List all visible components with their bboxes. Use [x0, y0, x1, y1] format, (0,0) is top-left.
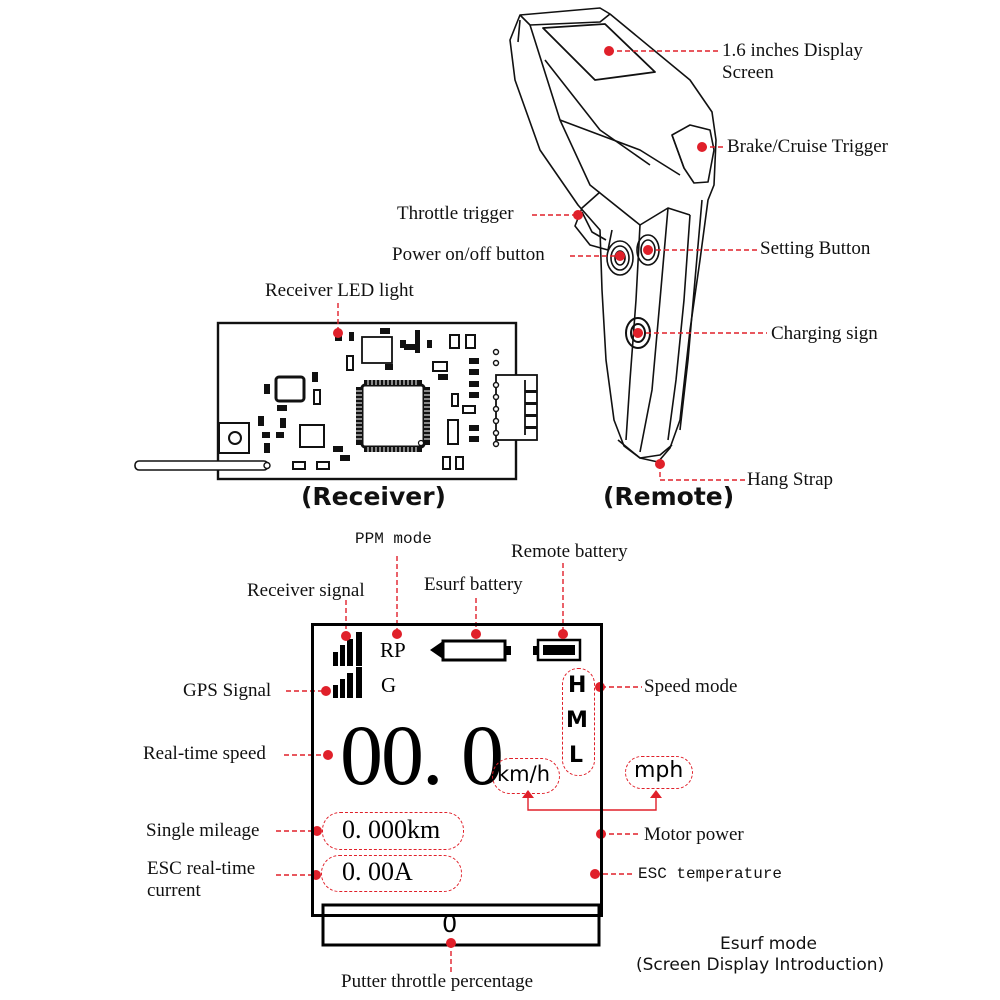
power-button-shape — [606, 240, 634, 276]
speed-mode-low: L — [569, 743, 584, 768]
alt-unit-mph-box — [625, 756, 693, 789]
label-receiver-led: Receiver LED light — [265, 280, 414, 301]
receiver-signal-icon — [333, 632, 362, 666]
label-throttle-percentage: Putter throttle percentage — [341, 971, 534, 992]
label-gps-signal: GPS Signal — [183, 680, 272, 701]
label-esc-current-line1: ESC real-time — [147, 858, 256, 879]
label-ppm-mode: PPM mode — [355, 530, 432, 548]
antenna — [134, 460, 269, 471]
label-esurf-battery: Esurf battery — [424, 574, 523, 595]
receiver-caption: (Receiver) — [301, 482, 446, 511]
label-remote-battery: Remote battery — [511, 541, 628, 562]
screen-caption-line1: Esurf mode — [720, 934, 817, 954]
mileage-box — [322, 812, 464, 850]
remote-caption: (Remote) — [603, 482, 735, 511]
remote-screen — [542, 23, 656, 81]
label-display-screen-line2: Screen — [722, 62, 774, 83]
speed-mode-medium: M — [566, 708, 588, 733]
gps-indicator: G — [381, 673, 397, 697]
single-mileage-value: 0. 000km — [342, 815, 441, 844]
speed-unit-kmh: km/h — [497, 762, 551, 786]
lcd-screen-frame — [311, 623, 603, 917]
ppm-indicator: RP — [380, 638, 406, 662]
unit-switch-arrow — [522, 790, 662, 811]
alt-speed-unit-mph: mph — [634, 758, 684, 783]
label-display-screen-line1: 1.6 inches Display — [722, 40, 863, 61]
mcu-chip — [360, 383, 426, 449]
gps-signal-icon — [333, 667, 362, 698]
speed-unit-kmh-box — [492, 758, 560, 794]
label-power-button: Power on/off button — [392, 244, 545, 265]
throttle-value: 0 — [442, 910, 458, 938]
current-box — [321, 855, 462, 892]
label-charging-sign: Charging sign — [771, 323, 878, 344]
speed-value: 00. 0 — [340, 707, 504, 803]
label-esc-current-line2: current — [147, 880, 201, 901]
label-speed-mode: Speed mode — [644, 676, 738, 697]
throttle-bar — [321, 903, 601, 947]
label-realtime-speed: Real-time speed — [143, 743, 266, 764]
label-hang-strap: Hang Strap — [747, 469, 834, 490]
remote-illustration — [509, 7, 717, 463]
label-single-mileage: Single mileage — [146, 820, 260, 841]
label-motor-power: Motor power — [644, 824, 744, 845]
remote-battery-icon — [533, 638, 582, 662]
screen-caption-line2: (Screen Display Introduction) — [636, 955, 885, 975]
label-brake-cruise-trigger: Brake/Cruise Trigger — [727, 136, 888, 157]
label-throttle-trigger: Throttle trigger — [397, 203, 514, 224]
callout-dots — [311, 46, 707, 948]
speed-mode-high: H — [568, 673, 587, 698]
label-setting-button: Setting Button — [760, 238, 871, 259]
esc-current-value: 0. 00A — [342, 857, 413, 886]
label-receiver-signal: Receiver signal — [247, 580, 365, 601]
receiver-illustration — [134, 321, 538, 481]
esurf-battery-icon — [430, 639, 511, 662]
speed-mode-box — [562, 668, 595, 776]
label-esc-temperature: ESC temperature — [638, 865, 783, 883]
